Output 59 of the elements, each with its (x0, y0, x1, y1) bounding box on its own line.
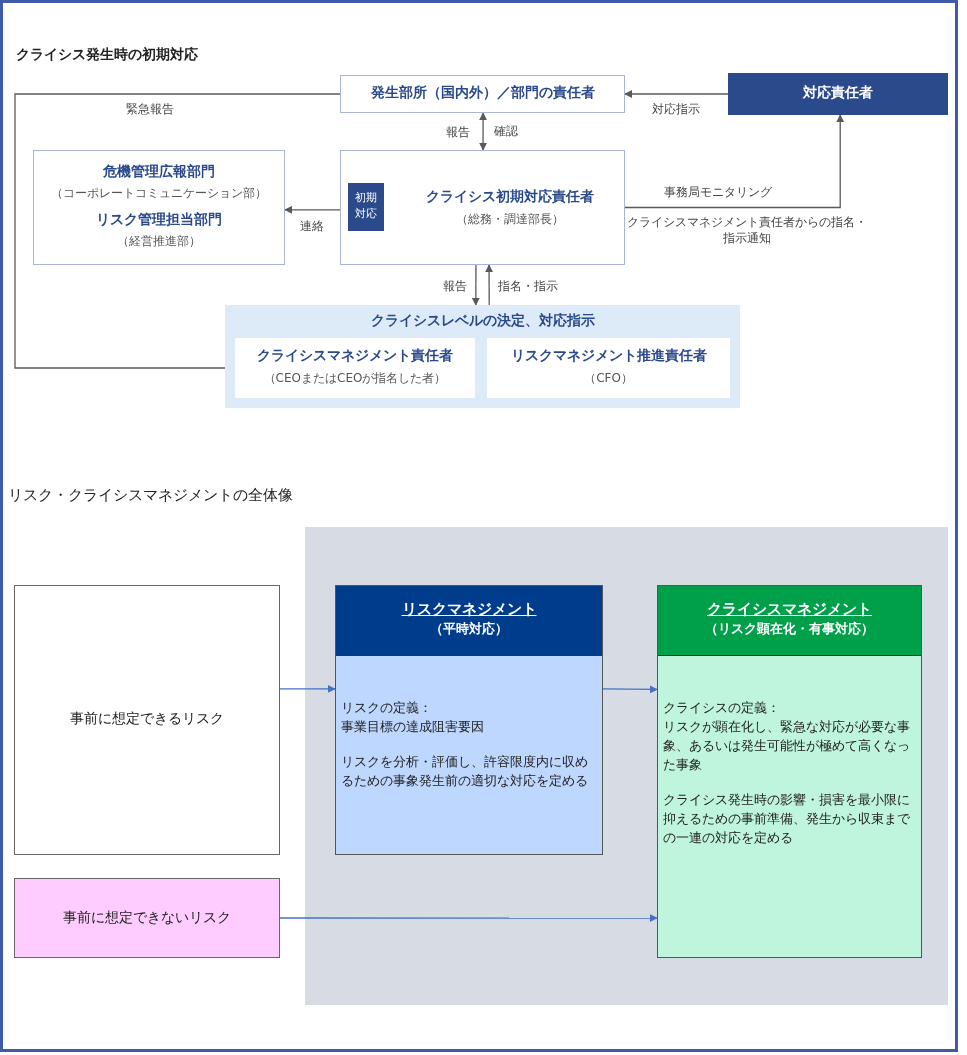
edge-label: 緊急報告 (124, 101, 176, 118)
arrow (279, 914, 658, 923)
badge-text: 初期対応 (354, 190, 378, 222)
section-heading: リスク・クライシスマネジメントの全体像 (8, 486, 293, 505)
box-subtitle: （リスク顕在化・有事対応） (704, 620, 875, 638)
arrow (14, 93, 341, 372)
diagram-title: クライシス発生時の初期対応 (16, 46, 198, 64)
box-title: 対応責任者 (802, 84, 874, 102)
edge-label: 報告 (444, 124, 472, 141)
box-text: リスクの定義： (341, 699, 433, 717)
box-title: クライシスマネジメント (706, 600, 873, 619)
role-box (728, 73, 948, 115)
phase-badge (348, 183, 384, 231)
arrow (471, 264, 480, 306)
box-title: クライシス初期対応責任者 (425, 188, 595, 206)
arrow (279, 684, 336, 693)
line-note: クライシスマネジメント責任者からの指名・指示通知 (626, 214, 868, 246)
box-text: 事前に想定できないリスク (62, 909, 232, 927)
box-title: 発生部所（国内外）／部門の責任者 (369, 84, 596, 102)
edge-label: 対応指示 (650, 101, 702, 118)
box-text: リスクを分析・評価し、許容限度内に収めるための事象発生前の適切な対応を定める (341, 753, 589, 790)
box-title: リスクマネジメント推進責任者 (509, 347, 708, 365)
box-title: クライシスマネジメント責任者 (256, 347, 454, 365)
box-subtitle: （CFO） (583, 370, 634, 387)
role-box (487, 338, 730, 398)
arrow (602, 685, 658, 694)
risk-box (14, 585, 280, 855)
role-box (340, 150, 625, 265)
box-text: 事前に想定できるリスク (69, 710, 225, 728)
arrow (479, 112, 488, 151)
box-subtitle: （平時対応） (429, 620, 509, 638)
risk-box (14, 878, 280, 958)
edge-label: 指名・指示 (496, 278, 560, 295)
box-title: 危機管理広報部門 (102, 163, 216, 181)
arrow (624, 114, 845, 209)
box-text: クライシスの定義： (663, 699, 781, 717)
edge-label: 報告 (441, 278, 469, 295)
box-title: リスクマネジメント (400, 600, 538, 619)
box-text: クライシス発生時の影響・損害を最小限に抑えるための事前準備、発生から収束までの一連の対応を定める (663, 791, 911, 847)
box-subtitle: （コーポレートコミュニケーション部） (50, 185, 268, 202)
management-box (657, 585, 922, 958)
box-subtitle: （総務・調達部長） (455, 211, 565, 228)
management-box (335, 585, 603, 855)
box-text: リスクが顕在化し、緊急な対応が必要な事象、あるいは発生可能性が極めて高くなった事象 (663, 718, 911, 774)
decision-band (225, 305, 740, 408)
box-title: クライシスレベルの決定、対応指示 (369, 312, 596, 330)
arrow (485, 264, 494, 306)
role-box (340, 75, 625, 113)
box-text: 事業目標の達成阻害要因 (341, 718, 485, 736)
role-box (235, 338, 475, 398)
department-box (33, 150, 285, 265)
box-subtitle: （経営推進部） (116, 233, 202, 250)
arrow (284, 205, 341, 214)
edge-label: 連絡 (298, 218, 326, 235)
line-note: 確認 (494, 123, 518, 140)
arrow (624, 90, 729, 98)
box-title: リスク管理担当部門 (95, 211, 223, 229)
edge-label: 事務局モニタリング (662, 184, 774, 201)
box-subtitle: （CEOまたはCEOが指名した者） (262, 370, 448, 387)
